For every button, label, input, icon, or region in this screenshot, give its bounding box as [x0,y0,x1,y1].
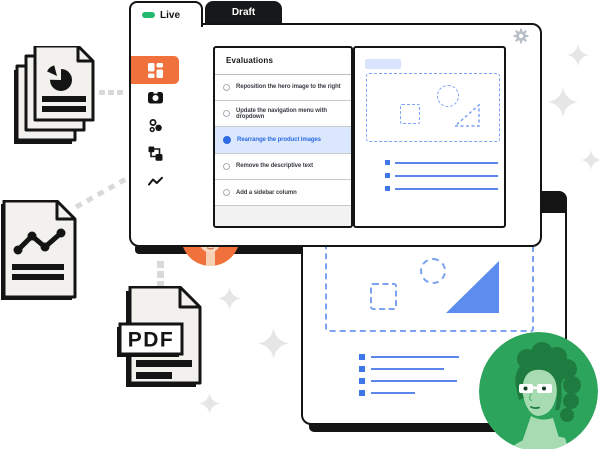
text-line [395,187,498,190]
evaluations-panel: Evaluations Reposition the hero image to… [213,45,353,228]
connector-dash-diagonal [74,176,128,210]
preview-panel [353,45,506,228]
bullet-icon [359,389,365,396]
gear-icon[interactable] [513,28,529,44]
bullet-icon [385,186,390,191]
report-stack-document [14,46,95,144]
bullet-icon [359,365,365,372]
radio-icon [223,110,230,118]
dashed-circle [437,84,459,107]
dashed-triangle [454,103,480,127]
chart-document [1,200,77,300]
tab-draft-label: Draft [231,7,256,18]
text-placeholder-row [385,173,498,179]
sparkle-icon [567,44,589,66]
sidebar-item-media[interactable] [147,89,163,105]
tab-live-label: Live [160,9,181,21]
sidebar-item-dashboard[interactable] [131,56,179,84]
bullet-icon [359,377,365,384]
pdf-label: PDF [128,329,175,352]
evaluation-item-label: Add a sidebar column [236,189,297,196]
radio-icon [223,189,230,197]
evaluation-item-label: Reposition the hero image to the right [236,84,341,91]
pie-chart-icon [46,65,72,91]
sparkle-icon [258,328,289,359]
evaluation-item-selected[interactable]: Rearrange the product images [215,127,351,154]
sidebar-item-workflow[interactable] [147,145,163,161]
evaluation-item-label: Rearrange the product images [237,136,321,143]
radio-selected-icon [223,135,231,144]
connector-dash [108,90,114,95]
window-shadow [309,421,554,432]
dashed-square [370,283,397,310]
connector-dash [157,261,164,268]
result-window [301,191,567,436]
evaluation-item[interactable]: Reposition the hero image to the right [215,75,351,101]
dashed-square [400,103,420,124]
evaluation-item-label: Remove the descriptive text [236,163,313,170]
text-line [371,391,415,394]
result-window-body [301,213,567,425]
line-chart-icon [13,228,66,255]
radio-icon [223,162,230,170]
sidebar-item-analytics[interactable] [147,173,163,189]
text-line [395,161,498,164]
cluster-icon [149,118,162,132]
text-line [371,355,459,358]
preview-nav-placeholder [365,58,401,69]
green-user-portrait [479,332,598,449]
evaluations-footer [215,206,351,226]
tab-live[interactable]: Live [129,1,203,27]
avatar-green-user [479,332,598,449]
sparkle-icon [581,150,600,170]
curly-hair [515,342,581,422]
pdf-document: PDF [117,286,202,387]
text-placeholder-row [359,353,459,360]
text-line [395,174,498,177]
radio-icon [223,83,230,91]
flow-icon [148,146,162,161]
dashed-circle [420,258,446,284]
text-placeholder-row [385,160,498,166]
connector-dash [117,90,123,95]
connector-dash [157,271,164,278]
evaluations-title: Evaluations [215,48,351,75]
dashboard-icon [147,62,163,78]
solid-triangle [446,261,499,313]
text-line [371,379,457,382]
text-placeholder-row [385,186,498,192]
evaluation-item-label: Update the navigation menu with dropdown [236,107,327,120]
connector-dash [157,281,164,288]
hero-wireframe-box [325,238,534,332]
app-window: Draft [129,1,543,257]
sparkle-icon [218,287,241,310]
app-window-body: Evaluations Reposition the hero image to… [129,23,542,247]
bullet-icon [385,173,390,178]
sparkle-icon [199,393,220,414]
text-line [371,367,444,370]
text-placeholder-row [359,377,457,384]
text-placeholder-row [359,365,444,372]
sidebar-item-segments[interactable] [147,117,163,133]
tab-draft[interactable]: Draft [205,1,282,24]
bullet-icon [359,353,365,360]
camera-icon [147,91,163,103]
glasses-icon [519,384,552,393]
bullet-icon [385,160,390,165]
sparkle-icon [548,87,578,117]
evaluation-item[interactable]: Add a sidebar column [215,180,351,207]
connector-dash [99,90,105,95]
live-indicator-pill [142,12,155,18]
text-placeholder-row [359,389,415,396]
hero-wireframe-box [366,72,500,142]
trend-icon [147,176,163,185]
evaluation-item[interactable]: Remove the descriptive text [215,154,351,181]
evaluation-item[interactable]: Update the navigation menu with dropdown [215,101,351,128]
